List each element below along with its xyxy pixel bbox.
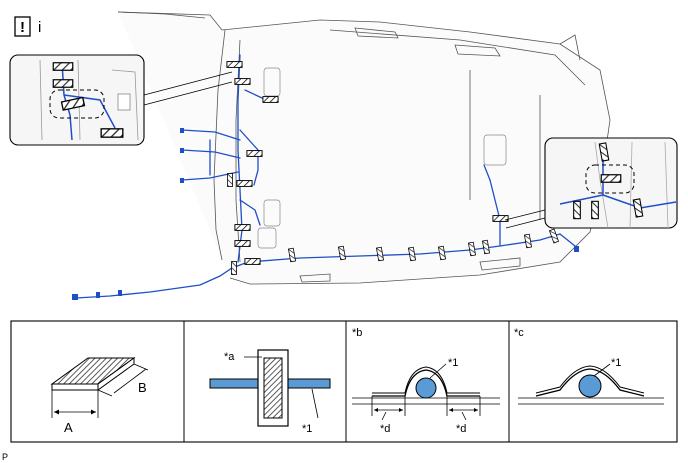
- tape-wrap-panel: *a *1: [209, 349, 331, 435]
- console-outline: [257, 67, 507, 249]
- info-mark: i: [38, 19, 41, 36]
- caution-icon: !: [14, 16, 31, 37]
- panel-a-tag: *a: [224, 351, 235, 363]
- tape-single-panel: *c *1: [514, 327, 664, 405]
- harness-ends: [72, 128, 579, 300]
- detail-inset-right: [504, 137, 678, 229]
- roof-headliner-outline: [117, 11, 611, 285]
- panel-b-tag: *b: [352, 327, 362, 339]
- dimension-b-label: B: [138, 380, 147, 395]
- corner-label: P: [2, 452, 8, 462]
- panel-b-dim-right: *d: [456, 423, 466, 435]
- dimension-a-label: A: [64, 420, 73, 435]
- panel-b-callout: *1: [448, 357, 458, 369]
- caution-mark: !: [20, 19, 25, 36]
- tape-overlap-panel: *b *d *d *1: [352, 327, 500, 435]
- roof-wire-harness: [75, 54, 576, 299]
- panel-c-tag: *c: [514, 327, 524, 339]
- legend-panels: [10, 320, 678, 443]
- panel-a-callout: *1: [302, 423, 312, 435]
- panel-c-callout: *1: [611, 357, 621, 369]
- detail-inset-left: [9, 54, 233, 146]
- tape-dimension-panel: A B: [50, 357, 149, 435]
- panel-b-dim-left: *d: [380, 423, 390, 435]
